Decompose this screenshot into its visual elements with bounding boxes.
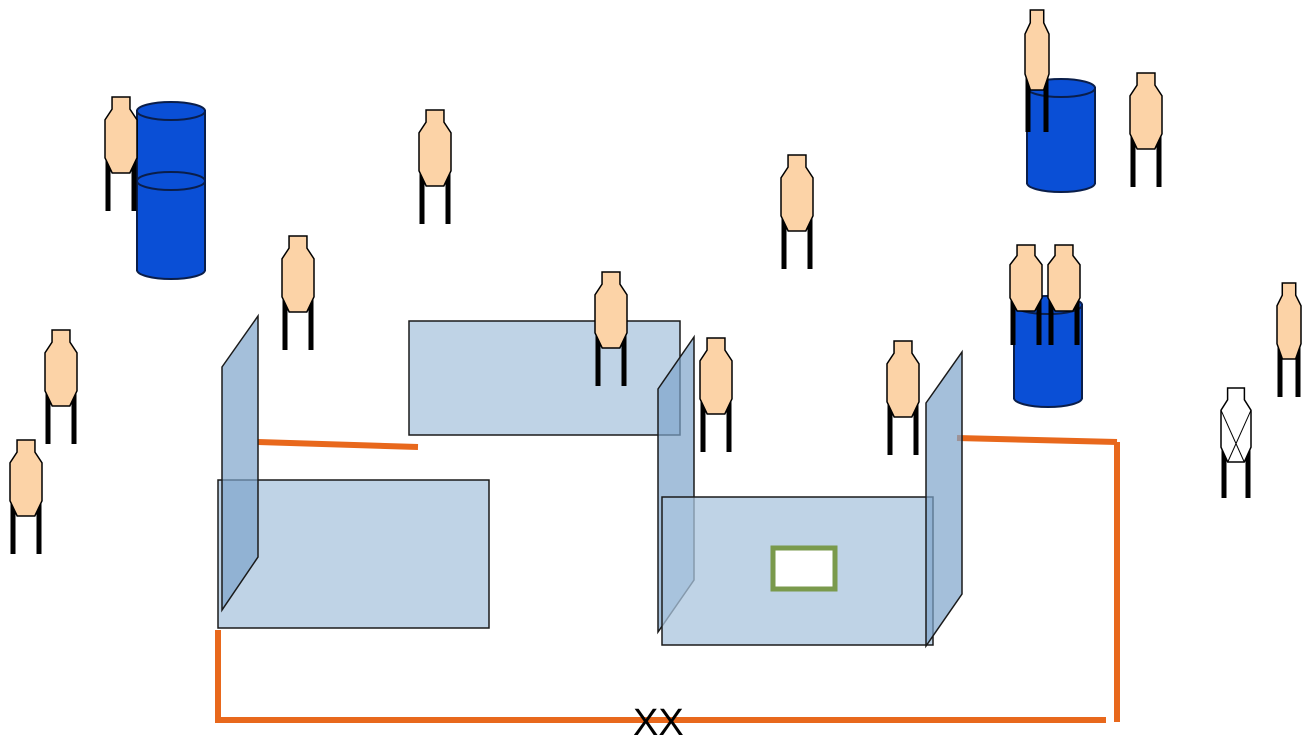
silo-icon <box>1009 244 1043 345</box>
silo-icon <box>699 337 733 452</box>
route-line-left-connector <box>257 439 419 450</box>
silo-icon <box>886 340 920 455</box>
marker-rect <box>770 545 838 592</box>
silos <box>9 9 1302 554</box>
silo-icon <box>1024 9 1050 132</box>
tank-icon <box>1026 78 1096 193</box>
silo-icon <box>1276 282 1302 397</box>
route-line-bottom <box>215 630 1106 723</box>
tanks <box>136 78 1096 408</box>
diagram-caption: XX <box>633 702 684 744</box>
silo-icon <box>44 329 78 444</box>
silo-icon <box>1047 244 1081 345</box>
route-lines <box>215 435 1120 723</box>
panel-top-center <box>408 320 681 436</box>
tank-icon <box>136 171 206 280</box>
outlined-silo-icon <box>1220 387 1252 498</box>
silo-icon <box>9 439 43 554</box>
wall-right-b <box>925 349 963 649</box>
silo-icon <box>594 271 628 386</box>
silo-icon <box>104 96 138 211</box>
tank-icon <box>1013 295 1083 408</box>
panels <box>217 313 963 649</box>
silo-icon <box>281 235 315 350</box>
route-line-top-right <box>956 435 1118 445</box>
silo-icon <box>1129 72 1163 187</box>
silo-icon <box>418 109 452 224</box>
panel-bottom-left <box>217 479 490 629</box>
wall-left <box>221 313 259 613</box>
silo-icon <box>780 154 814 269</box>
